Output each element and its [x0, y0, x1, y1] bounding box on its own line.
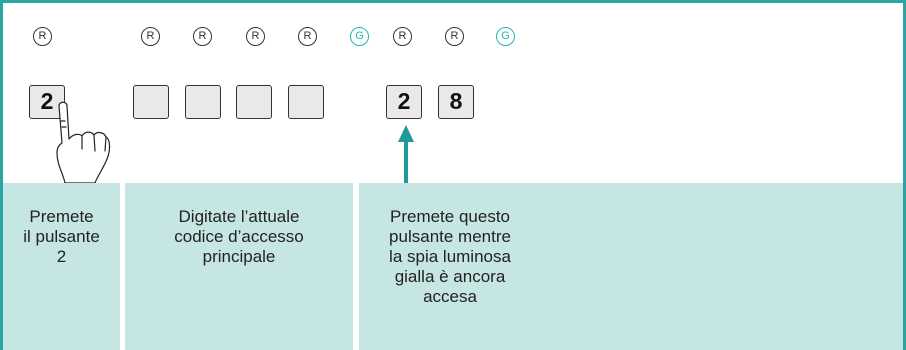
- key-8-confirm: 8: [438, 85, 474, 119]
- keypad-area: R R R R R G R R G 2 2 8: [3, 3, 903, 198]
- instruction-panels: Premete il pulsante 2 Digitate l’attuale…: [3, 183, 903, 350]
- key-blank: [236, 85, 272, 119]
- key-blank: [288, 85, 324, 119]
- lamp-indicator: R: [33, 27, 52, 46]
- key-blank: [133, 85, 169, 119]
- lamp-indicator: R: [298, 27, 317, 46]
- lamp-indicator: R: [246, 27, 265, 46]
- key-2-confirm: 2: [386, 85, 422, 119]
- step-text-1: Premete il pulsante 2: [23, 207, 100, 266]
- lamp-indicator: R: [141, 27, 160, 46]
- key-blank: [185, 85, 221, 119]
- lamp-indicator-green: G: [496, 27, 515, 46]
- step-text-3: Premete questo pulsante mentre la spia l…: [389, 207, 511, 306]
- lamp-indicator: R: [445, 27, 464, 46]
- step-panel-3: Premete questo pulsante mentre la spia l…: [359, 183, 903, 350]
- step-panel-1: Premete il pulsante 2: [3, 183, 120, 350]
- lamp-indicator: R: [193, 27, 212, 46]
- lamp-indicator-green: G: [350, 27, 369, 46]
- pointing-hand-icon: [56, 101, 111, 184]
- arrow-pointer: [398, 125, 414, 198]
- lamp-indicator: R: [393, 27, 412, 46]
- step-text-2: Digitate l’attuale codice d’accesso prin…: [174, 207, 304, 266]
- step-panel-2: Digitate l’attuale codice d’accesso prin…: [125, 183, 353, 350]
